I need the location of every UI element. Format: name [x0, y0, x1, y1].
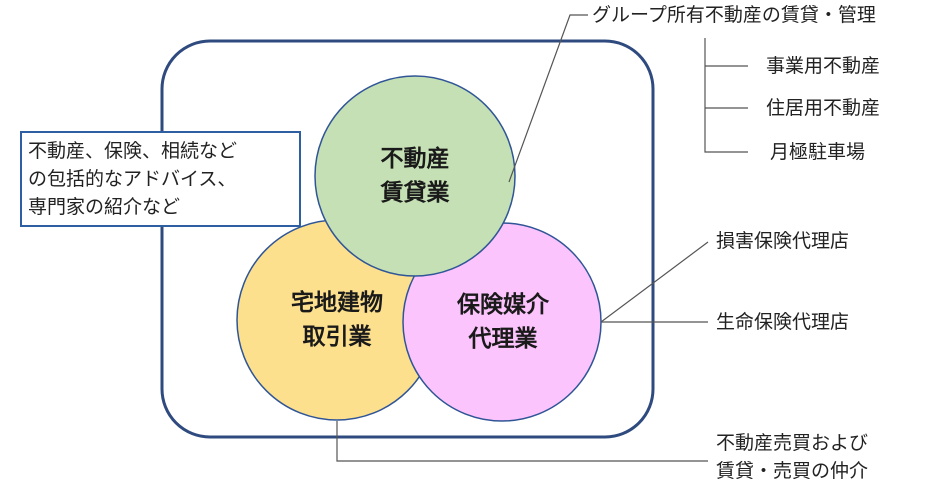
advice-line3: 専門家の紹介など — [28, 196, 181, 218]
brokerage-leader-line — [336, 421, 708, 462]
rental-top-label: グループ所有不動産の賃貸・管理 — [592, 4, 876, 26]
rental-label-line1: 不動産 — [380, 146, 450, 172]
rental-circle — [314, 75, 516, 277]
rental-tree-trunk — [704, 38, 748, 153]
brokerage-label-line1: 宅地建物 — [291, 290, 383, 316]
advice-callout-box: 不動産、保険、相続など の包括的なアドバイス、 専門家の紹介など — [20, 131, 301, 227]
rental-circle-label: 不動産 賃貸業 — [330, 142, 500, 210]
insurance-nonlife-leader — [600, 241, 709, 323]
rental-leader-line — [508, 14, 588, 183]
brokerage-label-line1: 不動産売買および — [716, 432, 869, 454]
business-scope-frame — [160, 39, 655, 439]
advice-line2: の包括的なアドバイス、 — [28, 168, 237, 190]
brokerage-label-line2: 取引業 — [302, 324, 372, 350]
rental-business-label: 事業用不動産 — [766, 55, 881, 77]
insurance-nonlife-label: 損害保険代理店 — [716, 230, 850, 252]
rental-label-line2: 賃貸業 — [380, 180, 450, 206]
rental-parking-label: 月極駐車場 — [770, 141, 866, 163]
brokerage-circle-label: 宅地建物 取引業 — [252, 286, 422, 354]
insurance-life-label: 生命保険代理店 — [716, 311, 850, 333]
insurance-label-line1: 保険媒介 — [457, 292, 549, 318]
advice-line1: 不動産、保険、相続など — [28, 140, 238, 162]
insurance-label-line2: 代理業 — [468, 326, 538, 352]
rental-residential-label: 住居用不動産 — [766, 97, 881, 119]
insurance-circle-label: 保険媒介 代理業 — [418, 288, 588, 356]
brokerage-label-line2: 賃貸・売買の仲介 — [716, 460, 869, 482]
